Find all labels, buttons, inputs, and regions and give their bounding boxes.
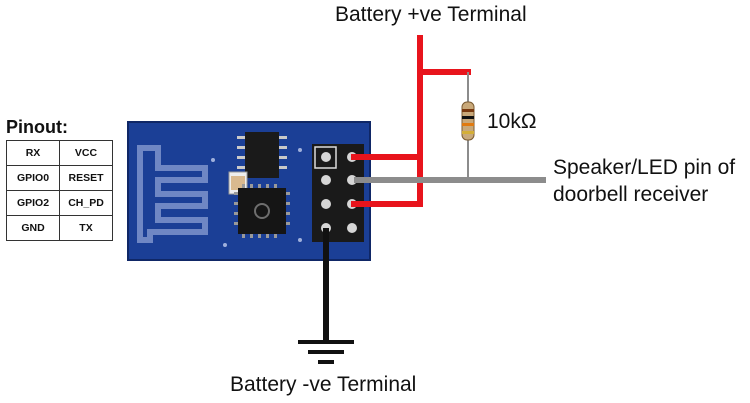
battery-positive-label: Battery +ve Terminal xyxy=(335,3,527,26)
positive-wires xyxy=(351,35,471,207)
battery-negative-label: Battery -ve Terminal xyxy=(230,373,417,396)
pinout-row: GPIO2 CH_PD xyxy=(6,190,113,216)
speaker-label-line1: Speaker/LED pin of xyxy=(553,156,736,179)
pinout-table: RX VCC GPIO0 RESET GPIO2 CH_PD GND TX xyxy=(6,140,113,241)
pinout-cell: TX xyxy=(59,215,113,241)
pinout-cell: RX xyxy=(6,140,60,166)
pinout-row: GND TX xyxy=(6,215,113,241)
pinout-row: GPIO0 RESET xyxy=(6,165,113,191)
pinout-cell: GPIO0 xyxy=(6,165,60,191)
esp01-board xyxy=(127,121,371,261)
ground-wire xyxy=(298,228,354,364)
antenna-trace xyxy=(137,145,208,243)
pinout-cell: CH_PD xyxy=(59,190,113,216)
pinout-cell: RESET xyxy=(59,165,113,191)
pinout-cell: GND xyxy=(6,215,60,241)
speaker-label: Speaker/LED pin of doorbell receiver xyxy=(553,154,735,208)
flash-chip xyxy=(237,132,287,178)
speaker-label-line2: doorbell receiver xyxy=(553,183,709,206)
pinout-title: Pinout: xyxy=(6,117,68,137)
resistor xyxy=(461,72,475,180)
esp8266-chip xyxy=(234,184,290,238)
pinout-cell: GPIO2 xyxy=(6,190,60,216)
pinout-row: RX VCC xyxy=(6,140,113,166)
pinout-cell: VCC xyxy=(59,140,113,166)
resistor-value-label: 10kΩ xyxy=(487,110,537,133)
